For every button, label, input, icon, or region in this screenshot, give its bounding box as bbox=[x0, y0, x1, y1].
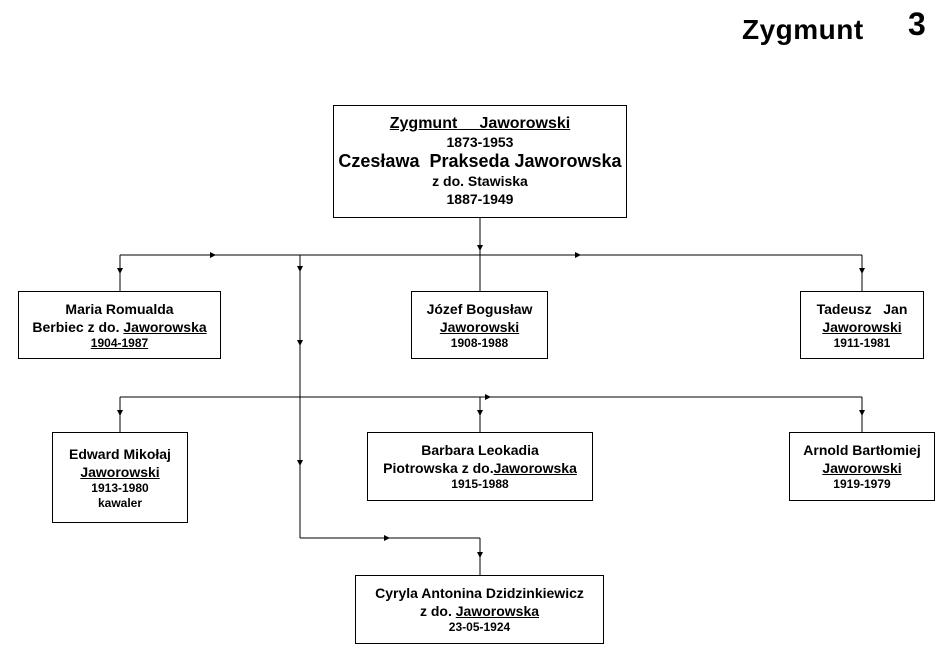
child-surname: Jaworowska bbox=[123, 318, 207, 335]
wife-years: 1887-1949 bbox=[446, 191, 514, 207]
root-couple-box: Zygmunt Jaworowski 1873-1953 Czesława Pr… bbox=[333, 105, 627, 218]
child-years: 1915-1988 bbox=[451, 477, 509, 491]
child-box-edward: Edward Mikołaj Jaworowski 1913-1980 kawa… bbox=[52, 432, 188, 523]
child-box-barbara: Barbara Leokadia Piotrowska z do.Jaworow… bbox=[367, 432, 593, 501]
child-note: kawaler bbox=[97, 495, 143, 510]
child-surname-line: z do. Jaworowska bbox=[420, 602, 539, 620]
child-box-arnold: Arnold Bartłomiej Jaworowski 1919-1979 bbox=[789, 432, 935, 501]
child-given-names: Maria Romualda bbox=[65, 300, 174, 317]
child-surname-line: Berbiec z do. Jaworowska bbox=[32, 318, 206, 336]
wife-maiden-name: z do. Stawiska bbox=[432, 173, 528, 189]
child-box-maria: Maria Romualda Berbiec z do. Jaworowska … bbox=[18, 291, 221, 359]
child-given-names: Edward Mikołaj bbox=[69, 445, 171, 462]
child-surname-line: Piotrowska z do.Jaworowska bbox=[383, 459, 577, 477]
child-surname: Jaworowski bbox=[80, 463, 160, 480]
child-box-jozef: Józef Bogusław Jaworowski 1908-1988 bbox=[411, 291, 548, 359]
child-married-name: Piotrowska z do. bbox=[383, 460, 494, 476]
husband-first-name: Zygmunt bbox=[389, 115, 458, 132]
child-years: 1913-1980 bbox=[91, 480, 149, 495]
husband-last-name: Jaworowski bbox=[479, 115, 571, 132]
child-box-tadeusz: Tadeusz Jan Jaworowski 1911-1981 bbox=[800, 291, 924, 359]
child-surname: Jaworowski bbox=[822, 460, 902, 476]
child-surname: Jaworowski bbox=[439, 318, 520, 335]
child-given-names: Józef Bogusław bbox=[426, 300, 533, 317]
child-given-names: Arnold Bartłomiej bbox=[803, 442, 921, 458]
child-given-names: Barbara Leokadia bbox=[421, 442, 539, 458]
child-given-names: Tadeusz Jan bbox=[816, 300, 908, 317]
child-years: 1908-1988 bbox=[450, 335, 509, 350]
page-number: 3 bbox=[908, 6, 926, 42]
husband-years: 1873-1953 bbox=[446, 134, 514, 150]
child-surname: Jaworowska bbox=[455, 603, 540, 619]
child-surname: Jaworowski bbox=[822, 318, 902, 335]
chart-surname-title: Zygmunt bbox=[742, 14, 864, 45]
husband-name: Zygmunt Jaworowski bbox=[390, 115, 570, 133]
child-married-name: Berbiec z do. bbox=[32, 318, 124, 335]
child-given-names: Cyryla Antonina Dzidzinkiewicz bbox=[375, 585, 584, 601]
child-date: 23-05-1924 bbox=[448, 620, 511, 634]
child-years: 1911-1981 bbox=[833, 335, 891, 350]
child-box-cyryla: Cyryla Antonina Dzidzinkiewicz z do. Jaw… bbox=[355, 575, 604, 644]
wife-name: Czesława Prakseda Jaworowska bbox=[338, 151, 622, 171]
child-surname: Jaworowska bbox=[493, 460, 577, 476]
child-years: 1904-1987 bbox=[90, 335, 149, 350]
child-married-name: z do. bbox=[419, 603, 456, 619]
child-years: 1919-1979 bbox=[833, 477, 891, 491]
